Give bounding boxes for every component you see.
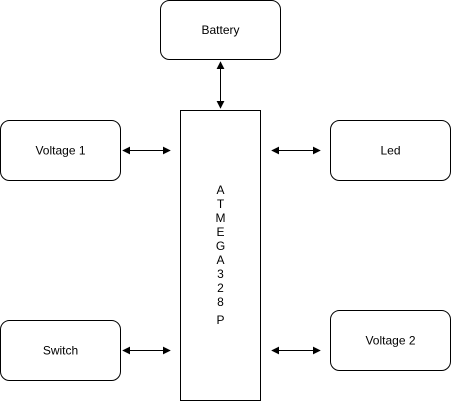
voltage2-label: Voltage 2 xyxy=(365,334,415,348)
mcu-letter: 8 xyxy=(217,295,224,309)
mcu-letter: T xyxy=(217,197,225,211)
mcu-letter: A xyxy=(216,183,224,197)
mcu-letter: G xyxy=(216,239,225,253)
battery-node[interactable]: Battery xyxy=(160,0,281,60)
mcu-letter: E xyxy=(216,225,224,239)
mcu-letter: 3 xyxy=(217,267,224,281)
mcu-letter: A xyxy=(216,253,224,267)
mcu-node[interactable]: A T M E G A 3 2 8 P xyxy=(180,110,261,401)
voltage2-node[interactable]: Voltage 2 xyxy=(330,310,451,371)
mcu-letter: 2 xyxy=(217,281,224,295)
mcu-letter: P xyxy=(216,313,224,327)
switch-label: Switch xyxy=(43,344,78,358)
voltage1-label: Voltage 1 xyxy=(35,144,85,158)
led-node[interactable]: Led xyxy=(330,120,451,181)
switch-node[interactable]: Switch xyxy=(0,320,121,381)
led-label: Led xyxy=(380,144,400,158)
voltage1-node[interactable]: Voltage 1 xyxy=(0,120,121,181)
mcu-letter: M xyxy=(216,211,226,225)
battery-label: Battery xyxy=(201,23,239,37)
